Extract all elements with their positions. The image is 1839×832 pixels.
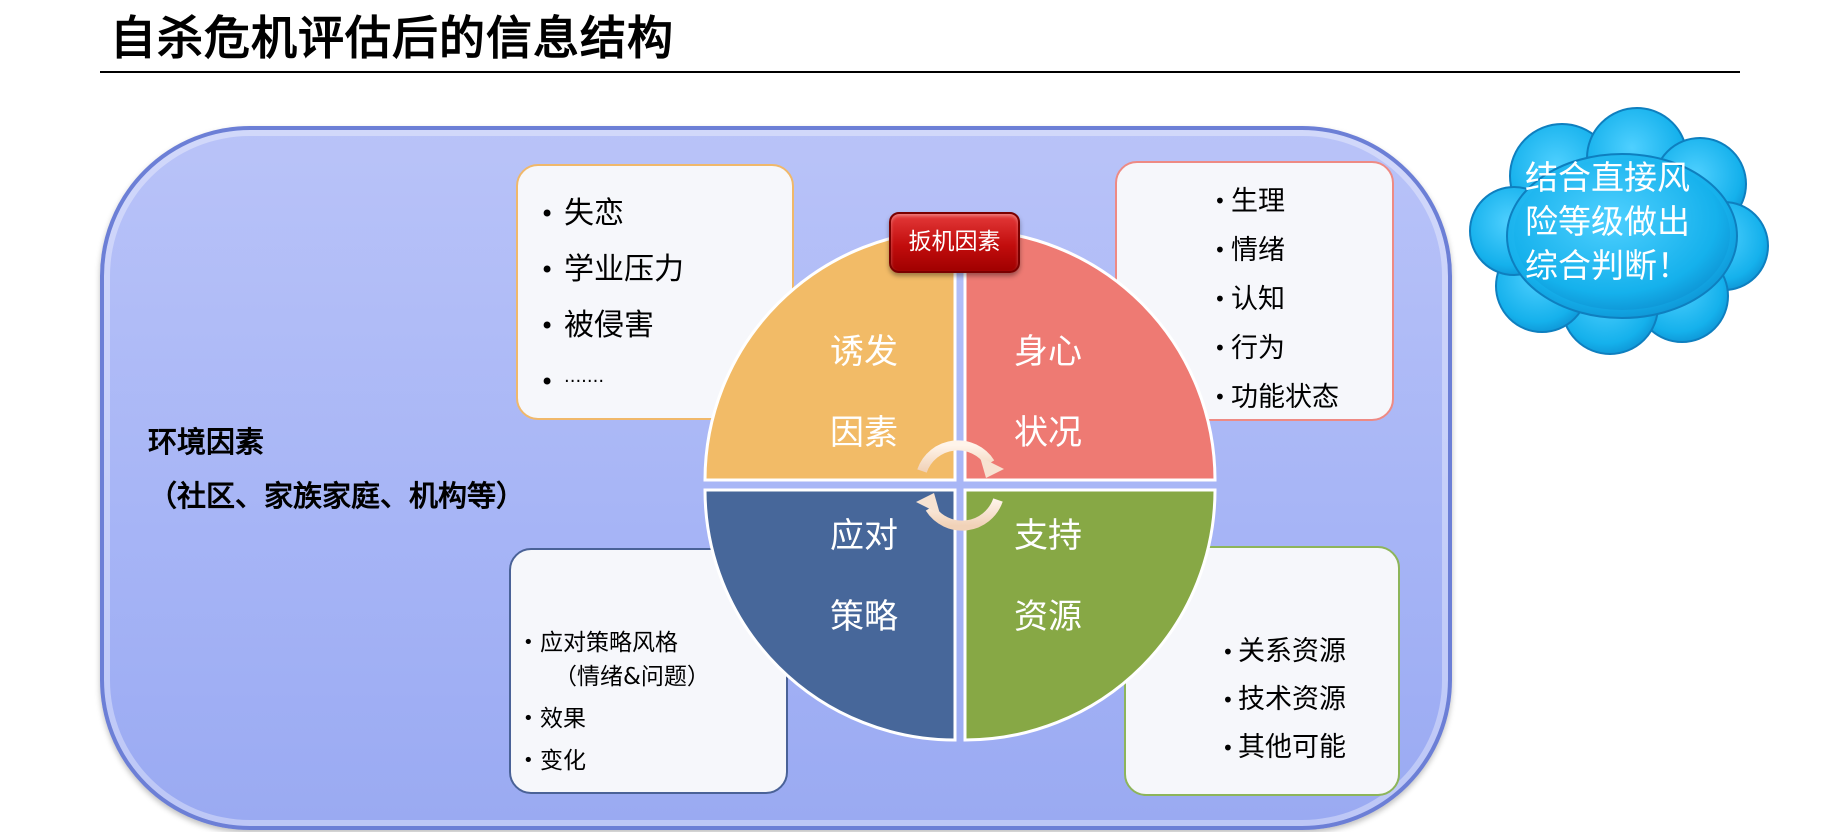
page-title: 自杀危机评估后的信息结构 — [110, 11, 674, 65]
list-item: 关系资源 — [1222, 628, 1398, 676]
list-item: ······· — [540, 354, 792, 410]
list-item-continuation: （情绪&问题） — [554, 664, 710, 690]
quadrant-label: 诱发 — [830, 332, 898, 372]
environment-subtitle: （社区、家族家庭、机构等） — [148, 479, 526, 513]
cloud-line: 结合直接风 — [1525, 158, 1690, 197]
quadrant-label: 支持 — [1014, 516, 1082, 556]
list-item: 生理 — [1214, 177, 1392, 226]
list-item: 变化 — [523, 744, 786, 778]
list-item-label: 应对策略风格 — [540, 630, 678, 656]
cloud-line: 综合判断！ — [1525, 246, 1690, 285]
environment-label: 环境因素 — [148, 425, 265, 459]
list-item: 失恋 — [540, 186, 792, 242]
quadrant-label: 状况 — [1014, 413, 1082, 453]
title-divider — [100, 71, 1740, 73]
list-item: 被侵害 — [540, 298, 792, 354]
factor-wheel: 诱发 因素 身心 状况 应对 策略 支持 资源 — [703, 228, 1217, 742]
quadrant-label: 资源 — [1014, 597, 1082, 637]
cloud-line: 险等级做出 — [1525, 202, 1690, 241]
quadrant-support — [963, 488, 1217, 742]
judgment-cloud — [1469, 107, 1769, 355]
quadrant-label: 应对 — [830, 516, 898, 556]
quadrant-coping — [703, 488, 957, 742]
trigger-factor-tag: 扳机因素 — [889, 212, 1020, 273]
list-item: 功能状态 — [1214, 373, 1392, 422]
list-item: 应对策略风格 （情绪&问题） — [523, 626, 786, 694]
list-item: 行为 — [1214, 324, 1392, 373]
list-item: 技术资源 — [1222, 676, 1398, 724]
list-item: 效果 — [523, 702, 786, 736]
cycle-arrows-icon — [916, 440, 1004, 531]
list-item: 学业压力 — [540, 242, 792, 298]
list-item: 情绪 — [1214, 226, 1392, 275]
quadrant-label: 身心 — [1014, 332, 1082, 372]
quadrant-label: 因素 — [830, 413, 898, 453]
list-item: 认知 — [1214, 275, 1392, 324]
quadrant-label: 策略 — [830, 597, 898, 637]
list-item: 其他可能 — [1222, 724, 1398, 772]
trigger-factors-box: 失恋 学业压力 被侵害 ······· — [516, 164, 794, 420]
cloud-text: 结合直接风 险等级做出 综合判断！ — [1525, 156, 1715, 288]
